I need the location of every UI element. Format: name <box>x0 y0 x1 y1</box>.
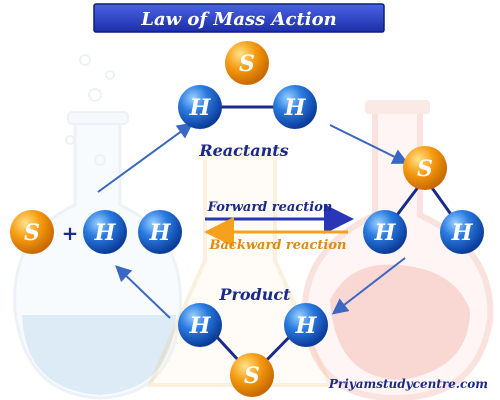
atom-h-left-1: H <box>83 210 127 254</box>
atom-h-intermediate-left: H <box>363 210 407 254</box>
atom-h-left-2: H <box>138 210 182 254</box>
svg-text:H: H <box>94 220 117 246</box>
plus-sign: + <box>62 221 79 245</box>
svg-text:S: S <box>239 51 255 77</box>
atom-s-intermediate: S <box>403 146 447 190</box>
title-text: Law of Mass Action <box>140 9 336 30</box>
atom-s-top: S <box>225 41 269 85</box>
atom-h-reactant-left: H <box>178 85 222 129</box>
svg-text:H: H <box>189 313 212 339</box>
arrow-to-intermediate <box>329 124 409 164</box>
background-flask-left <box>13 54 182 400</box>
svg-text:S: S <box>417 156 433 182</box>
backward-label: Backward reaction <box>209 238 347 253</box>
svg-text:S: S <box>24 220 40 246</box>
atom-h-reactant-right: H <box>273 85 317 129</box>
reactants-label: Reactants <box>198 141 288 160</box>
forward-label: Forward reaction <box>207 200 333 215</box>
svg-text:H: H <box>374 220 397 246</box>
svg-text:H: H <box>149 220 172 246</box>
atom-h-intermediate-right: H <box>440 210 484 254</box>
atom-h-product-right: H <box>284 303 328 347</box>
arrow-to-reactants <box>97 122 194 193</box>
svg-text:H: H <box>451 220 474 246</box>
background-flask-right <box>301 100 494 400</box>
atom-h-product-left: H <box>178 303 222 347</box>
product-label: Product <box>218 285 291 304</box>
svg-text:H: H <box>284 95 307 121</box>
atom-s-product: S <box>230 353 274 397</box>
svg-text:H: H <box>295 313 318 339</box>
svg-text:S: S <box>244 363 260 389</box>
svg-text:H: H <box>189 95 212 121</box>
arrow-to-dissociated <box>115 265 171 319</box>
arrow-to-product <box>331 257 406 315</box>
atom-s-left: S <box>10 210 54 254</box>
title-banner <box>93 3 385 33</box>
watermark-text: Priyamstudycentre.com <box>328 377 488 391</box>
